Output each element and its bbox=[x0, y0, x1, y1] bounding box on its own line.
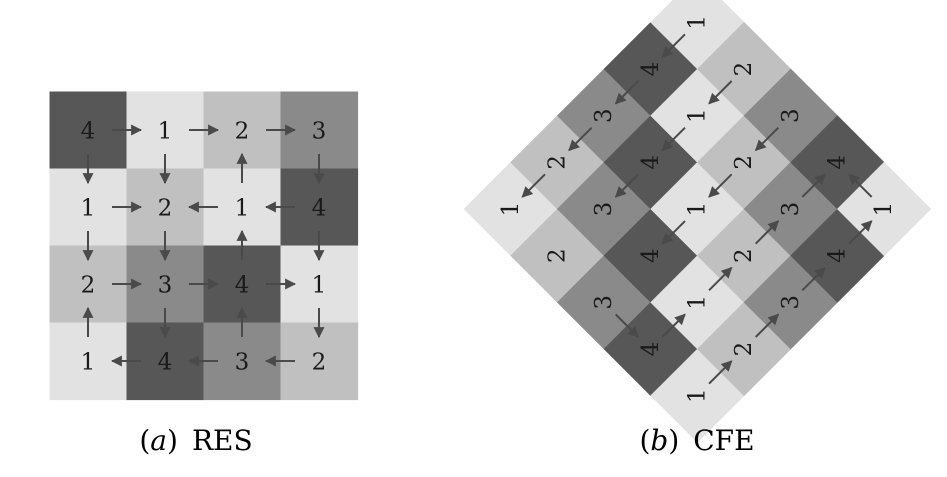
cell-value-r1-c2: 1 bbox=[235, 195, 250, 221]
flow-arrow bbox=[848, 220, 873, 245]
cell-value-r3-c1: 4 bbox=[158, 349, 173, 375]
cell-value-r2-c2: 4 bbox=[235, 272, 250, 298]
flow-arrow bbox=[661, 33, 686, 58]
cell-value-r3-c0: 1 bbox=[81, 349, 96, 375]
caption-res-letter: a bbox=[150, 424, 167, 457]
cell-value-r0-c2: 2 bbox=[235, 118, 250, 144]
flow-arrow bbox=[708, 266, 733, 292]
flow-arrow bbox=[614, 173, 640, 198]
cell-value-r4-c4: 1 bbox=[871, 202, 897, 217]
cell-value-r2-c0: 2 bbox=[81, 272, 96, 298]
cell-value-r3-c3: 3 bbox=[778, 202, 804, 217]
panel-res: 4 1 2 3 1 2 1 4 2 3 4 1 1 4 3 2 bbox=[49, 91, 359, 401]
cell-value-r4-c2: 3 bbox=[778, 295, 804, 310]
cell-value-r3-c2: 2 bbox=[731, 248, 757, 263]
cell-value-r1-c0: 2 bbox=[545, 248, 571, 263]
cell-value-r2-c1: 3 bbox=[158, 272, 173, 298]
cell-value-r1-c2: 4 bbox=[638, 155, 664, 170]
flow-arrow bbox=[708, 80, 733, 105]
flow-arrow bbox=[708, 173, 733, 198]
caption-res: (a)RES bbox=[139, 424, 252, 457]
flow-arrow bbox=[754, 126, 780, 152]
flow-arrow bbox=[614, 80, 640, 105]
cell-value-r2-c0: 3 bbox=[591, 295, 617, 310]
cell-value-r1-c3: 4 bbox=[312, 195, 327, 221]
cell-value-r1-c0: 1 bbox=[81, 195, 96, 221]
cell-value-r0-c0: 4 bbox=[81, 118, 96, 144]
flow-arrow bbox=[754, 313, 780, 338]
cell-value-r4-c0: 1 bbox=[685, 388, 711, 403]
caption-res-name: RES bbox=[192, 424, 253, 457]
flow-arrow bbox=[708, 360, 733, 385]
cell-value-r0-c3: 4 bbox=[638, 62, 664, 77]
cell-value-r0-c0: 1 bbox=[498, 202, 524, 217]
cell-value-r2-c3: 1 bbox=[312, 272, 327, 298]
cell-value-r0-c2: 3 bbox=[591, 108, 617, 123]
panel-cfe: 1 2 3 4 1 2 3 4 1 2 3 4 1 2 3 4 1 2 3 4 1 2 3 4 1 bbox=[463, 0, 932, 443]
cell-value-r0-c4: 1 bbox=[685, 15, 711, 30]
cell-value-r3-c2: 3 bbox=[235, 349, 250, 375]
flow-arrow bbox=[521, 173, 546, 198]
cell-value-r0-c3: 3 bbox=[312, 118, 327, 144]
cell-value-r1-c3: 1 bbox=[685, 108, 711, 123]
cell-value-r1-c1: 3 bbox=[591, 202, 617, 217]
cell-value-r0-c1: 1 bbox=[158, 118, 173, 144]
flow-arrow bbox=[801, 173, 826, 198]
cell-value-r1-c1: 2 bbox=[158, 195, 173, 221]
cell-value-r3-c3: 2 bbox=[312, 349, 327, 375]
flow-arrow bbox=[661, 126, 686, 152]
flow-arrow bbox=[754, 220, 780, 245]
flow-arrow bbox=[661, 220, 686, 245]
caption-cfe-name: CFE bbox=[693, 424, 754, 457]
cell-value-r2-c2: 1 bbox=[685, 202, 711, 217]
flow-arrow bbox=[661, 313, 686, 338]
cell-value-r4-c3: 4 bbox=[825, 248, 851, 263]
cell-value-r2-c3: 2 bbox=[731, 155, 757, 170]
cell-value-r4-c1: 2 bbox=[731, 342, 757, 357]
cell-value-r3-c1: 1 bbox=[685, 295, 711, 310]
cell-value-r3-c0: 4 bbox=[638, 342, 664, 357]
cell-value-r3-c4: 4 bbox=[825, 155, 851, 170]
cell-value-r2-c4: 3 bbox=[778, 108, 804, 123]
flow-arrow bbox=[568, 126, 593, 152]
cell-value-r2-c1: 4 bbox=[638, 248, 664, 263]
cell-value-r0-c1: 2 bbox=[545, 155, 571, 170]
caption-cfe: (b)CFE bbox=[639, 424, 754, 457]
flow-arrow bbox=[801, 266, 826, 292]
cell-value-r1-c4: 2 bbox=[731, 62, 757, 77]
caption-cfe-letter: b bbox=[650, 424, 668, 457]
flow-arrow bbox=[848, 173, 873, 198]
flow-arrow bbox=[614, 313, 640, 338]
